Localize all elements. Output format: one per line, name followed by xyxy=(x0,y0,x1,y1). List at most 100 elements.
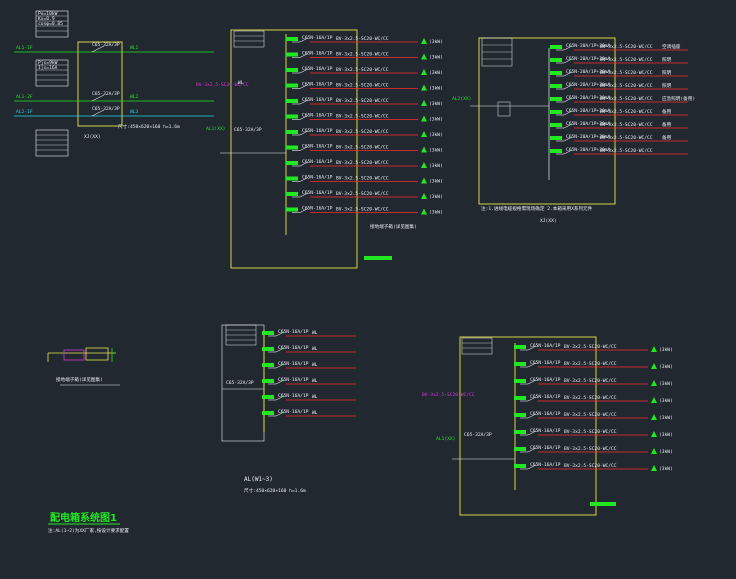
breaker-tag xyxy=(286,176,298,181)
param-3: cosφ=0.85 xyxy=(38,21,63,27)
breaker-tag xyxy=(262,379,274,383)
feeder-label-3: AL2-1F xyxy=(16,109,33,115)
branch-load-label: (3kW) xyxy=(429,55,443,61)
branch-cable-label: BV-3x2.5-SC20-WC/CC xyxy=(600,122,653,128)
branch-cable-label: BV-3x2.5-SC20-WC/CC xyxy=(336,36,389,42)
load-arrow-icon xyxy=(421,84,427,91)
branch-load-label: (3kW) xyxy=(659,466,673,472)
branch-cable-label: BV-3x2.5-SC20-WC/CC xyxy=(564,412,617,418)
branch-load-name: 空调插座 xyxy=(662,43,681,50)
feeder-label-1: AL1-1F xyxy=(16,45,33,51)
load-arrow-icon xyxy=(421,69,427,75)
branch-load-label: (3kW) xyxy=(659,398,673,404)
load-arrow-icon xyxy=(421,115,427,122)
load-arrow-icon xyxy=(651,414,657,420)
breaker-tag xyxy=(286,130,298,134)
breaker-tag xyxy=(286,161,298,165)
feeder-tag-1: WL1 xyxy=(130,45,139,51)
breaker-tag xyxy=(514,345,526,349)
breaker-tag xyxy=(286,192,298,196)
breaker-tag xyxy=(286,207,298,212)
panel-al1-lower-ground-bar xyxy=(590,502,616,506)
branch-load-label: (3kW) xyxy=(429,194,443,200)
branch-breaker-label: C65N-16A/1P xyxy=(278,345,309,351)
branch-breaker-label: C65N-16A/1P xyxy=(530,394,561,400)
branch-cable-label: BV-3x2.5-SC20-WC/CC xyxy=(336,160,389,166)
breaker-tag xyxy=(514,396,526,400)
branch-cable-label: BV-3x2.5-SC20-WC/CC xyxy=(600,83,653,89)
load-arrow-icon xyxy=(421,146,427,153)
load-arrow-icon xyxy=(651,431,657,437)
breaker-tag xyxy=(286,83,298,88)
panel-al2-label: AL2(XX) xyxy=(452,96,471,102)
branch-load-label: (3kW) xyxy=(659,364,673,370)
branch-load-label: (3kW) xyxy=(429,101,443,107)
panel-al2-note: 注:1.进线电缆规格需现场确定 2.本箱采用X系列元件 xyxy=(481,205,593,212)
branch-load-label: (3kW) xyxy=(429,117,443,123)
breaker-tag xyxy=(262,363,274,367)
load-arrow-icon xyxy=(651,346,657,352)
branch-cable-label: BV-3x2.5-SC20-WC/CC xyxy=(336,114,389,120)
branch-cable-label: BV-3x2.5-SC20-WC/CC xyxy=(600,44,653,50)
branch-load-name: 备用 xyxy=(662,134,672,141)
branch-breaker-label: C65N-16A/1P xyxy=(302,159,333,165)
branch-cable-label: WL xyxy=(312,410,318,416)
load-arrow-icon xyxy=(651,465,657,471)
panel-al1-main-breaker: C65-32A/3P xyxy=(234,127,262,133)
load-arrow-icon xyxy=(651,448,657,454)
load-arrow-icon xyxy=(421,100,427,106)
page-subtitle: 注:AL(1~2)为XX厂家,按设计要求配置 xyxy=(48,527,129,534)
branch-breaker-label: C65N-16A/1P xyxy=(278,361,309,367)
panel-al-lower-caption: AL(W1~3) xyxy=(244,476,273,483)
breaker-tag xyxy=(550,110,562,114)
branch-breaker-label: C65N-20A/1P+30mA xyxy=(566,82,610,88)
branch-breaker-label: C65N-16A/1P xyxy=(278,393,309,399)
breaker-tag xyxy=(514,464,526,468)
param-1: Pe=10kW xyxy=(38,11,58,17)
branch-load-label: (3kW) xyxy=(659,347,673,353)
page-title: 配电箱系统图1 xyxy=(50,511,117,524)
branch-cable-label: BV-3x2.5-SC20-WC/CC xyxy=(564,361,617,367)
branch-breaker-label: C65N-16A/1P xyxy=(278,329,309,335)
panel-al1-ground-bar xyxy=(364,256,392,260)
panel-al1-lower-cable: BV-3x2.5-SC20-WC/CC xyxy=(422,392,475,398)
breaker-tag xyxy=(262,411,274,415)
branch-cable-label: WL xyxy=(312,362,318,368)
branch-load-name: 照明 xyxy=(662,57,672,63)
branch-cable-label: BV-3x2.5-SC20-WC/CC xyxy=(336,52,389,58)
breaker-tag xyxy=(550,149,562,153)
breaker-tag xyxy=(514,430,526,434)
panel-al1-note: 接地端子箱(详见图集) xyxy=(370,223,417,230)
breaker-tag xyxy=(514,362,526,366)
branch-cable-label: BV-3x2.5-SC20-WC/CC xyxy=(564,344,617,350)
branch-cable-label: BV-3x2.5-SC20-WC/CC xyxy=(564,429,617,435)
feeder-label-2: AL1-2F xyxy=(16,94,33,100)
branch-breaker-label: C65N-16A/1P xyxy=(530,462,561,468)
branch-breaker-label: C65N-20A/1P+30mA xyxy=(566,121,610,127)
branch-breaker-label: C65N-16A/1P xyxy=(530,377,561,383)
branch-load-label: (3kW) xyxy=(429,210,443,216)
branch-cable-label: BV-3x2.5-SC20-WC/CC xyxy=(336,191,389,197)
branch-cable-label: BV-3x2.5-SC20-WC/CC xyxy=(336,129,389,135)
panel-al1-cable: BV-3x2.5-SC20-WC/CC xyxy=(196,82,249,88)
load-arrow-icon xyxy=(421,131,427,137)
load-arrow-icon xyxy=(651,397,657,403)
branch-breaker-label: C65N-16A/1P xyxy=(302,66,333,72)
panel-al2-caption: XJ(XX) xyxy=(540,218,557,224)
branch-breaker-label: C65N-20A/1P+30mA xyxy=(566,147,610,153)
